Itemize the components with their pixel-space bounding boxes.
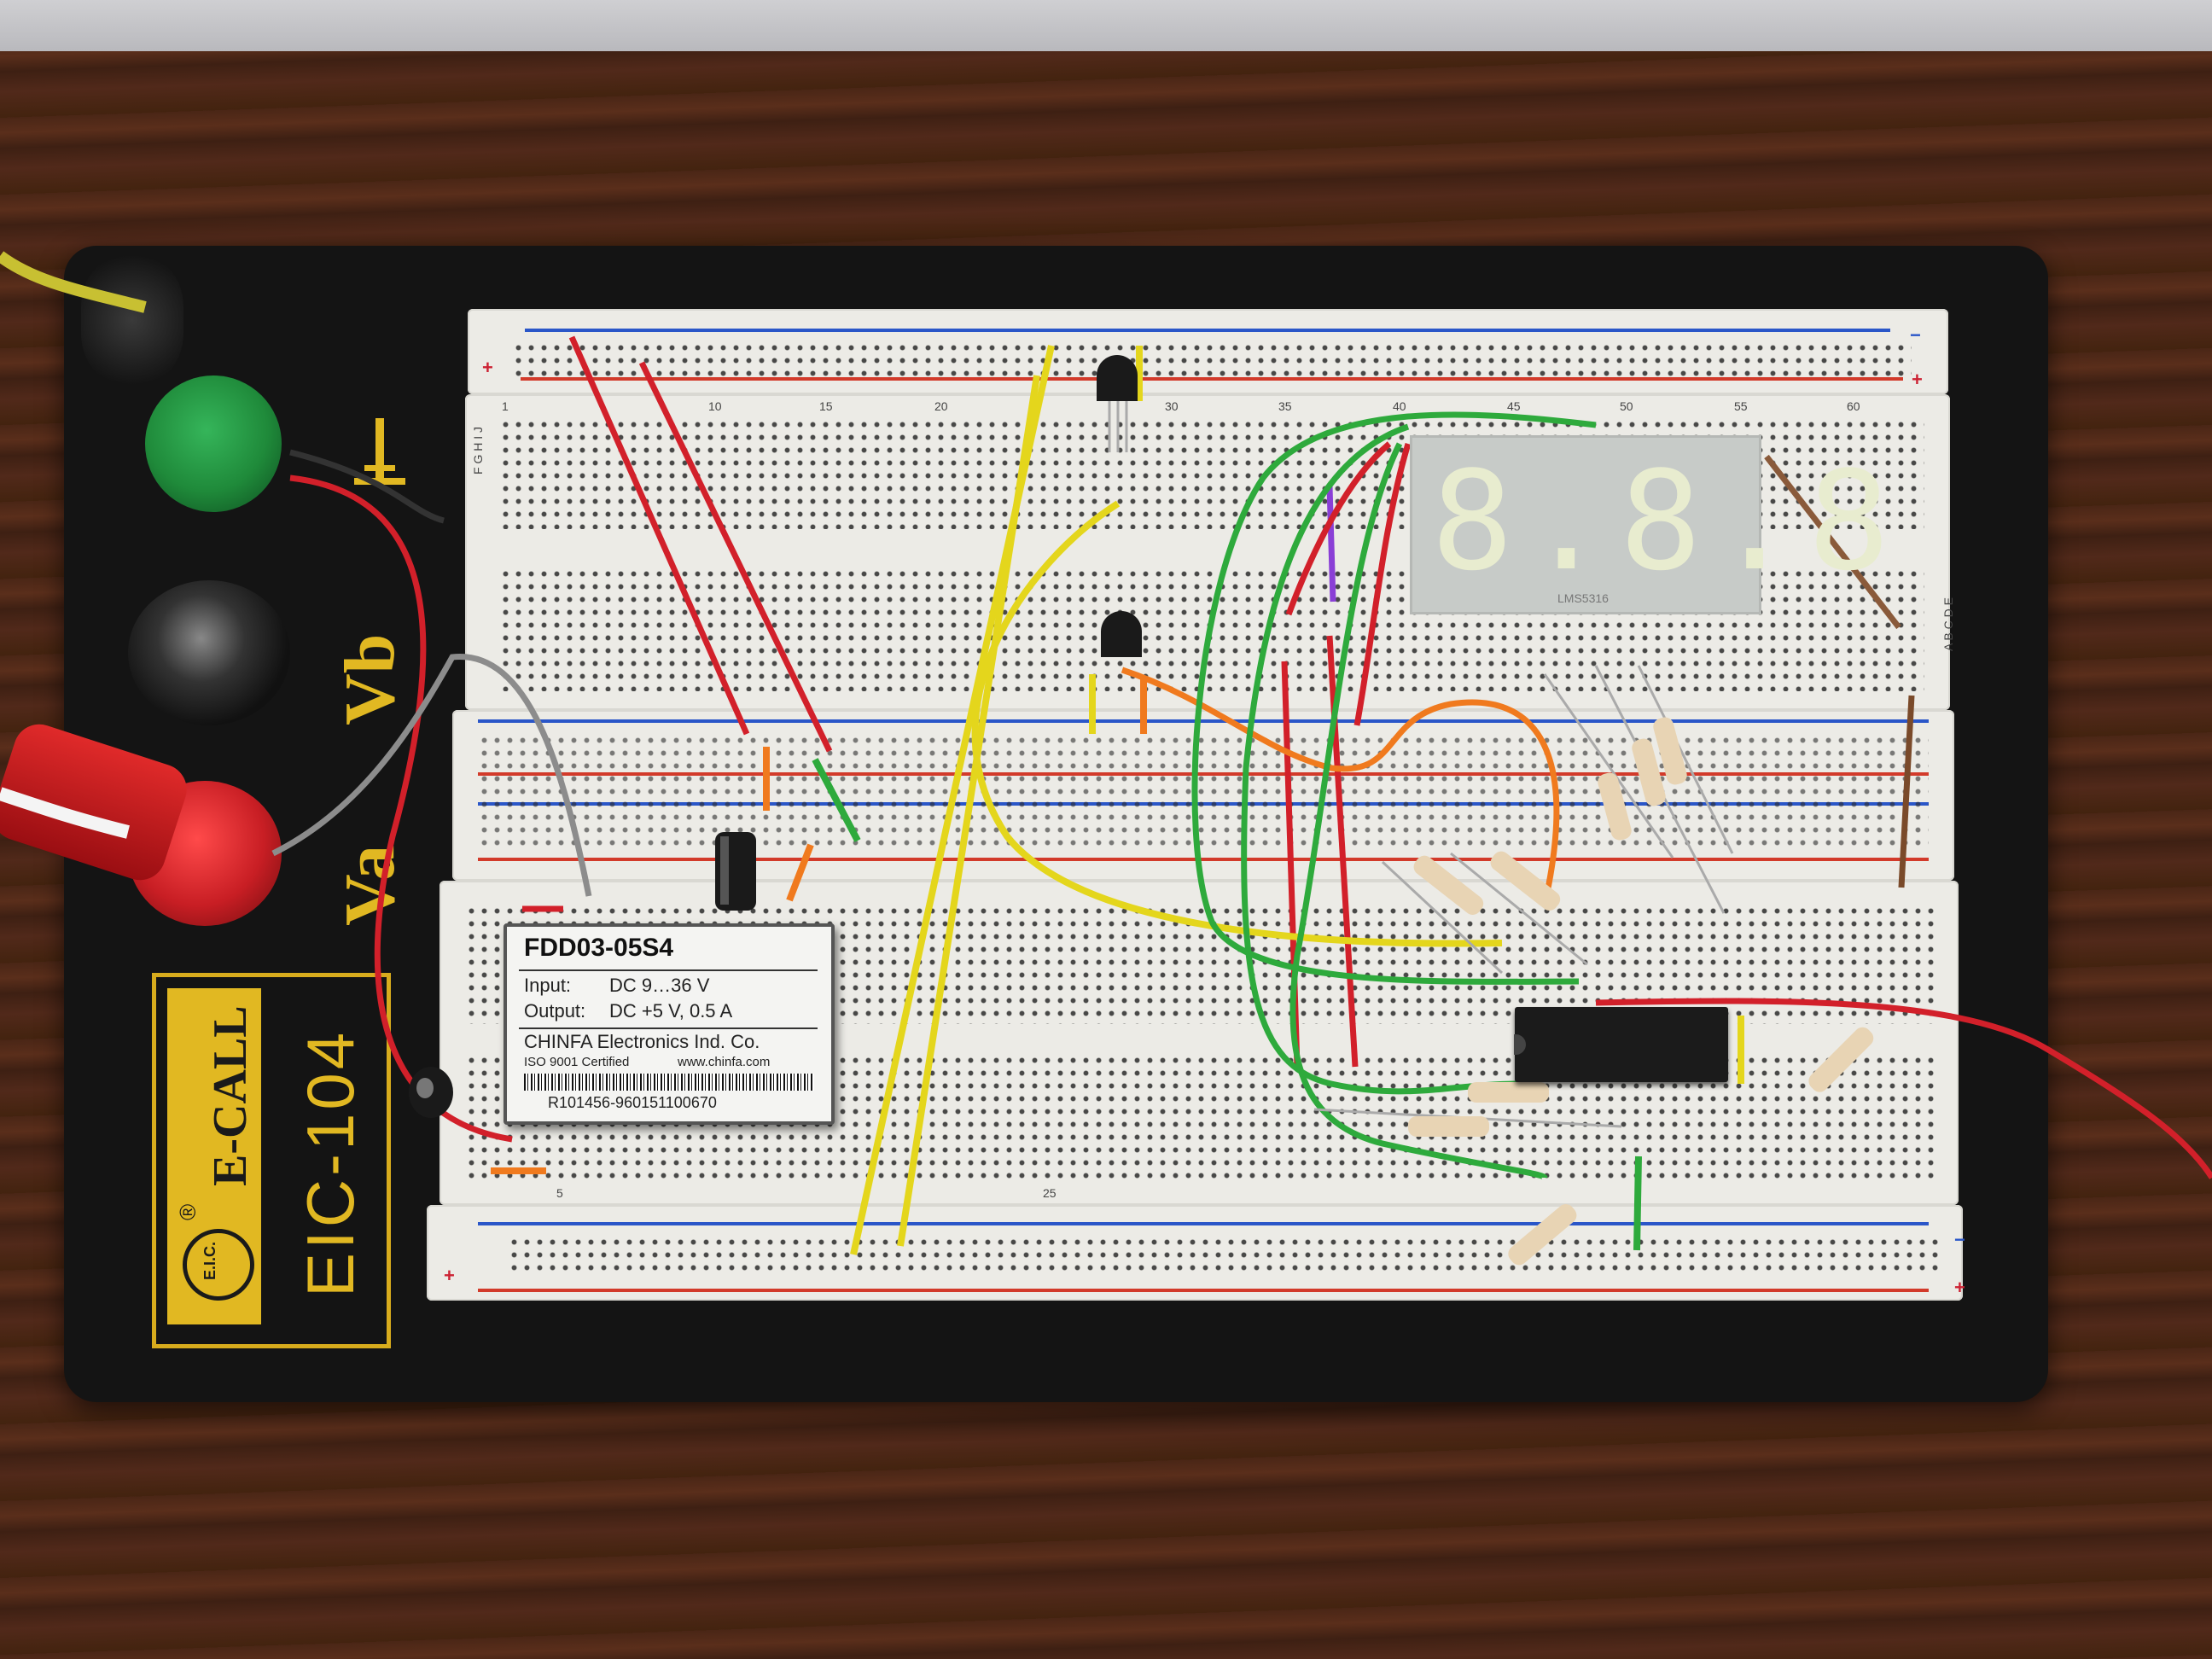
jumper-brown-2: [1898, 695, 1915, 888]
transistor-top: [1097, 355, 1138, 452]
module-output-value: DC +5 V, 0.5 A: [609, 1000, 733, 1022]
bottom-rail-plus-left: +: [444, 1265, 455, 1286]
col-number-40: 40: [1393, 399, 1406, 413]
col-number-15: 15: [819, 399, 833, 413]
ic-chip-dip: [1514, 1007, 1728, 1082]
lead-wire-red-long: [289, 474, 513, 1143]
electrolytic-capacitor-small: [409, 1067, 453, 1118]
module-maker: CHINFA Electronics Ind. Co.: [524, 1031, 760, 1052]
top-rail-red-line: [521, 377, 1903, 381]
vb-post-black[interactable]: [128, 580, 290, 725]
lead-wire-grey: [271, 654, 592, 897]
col-number-20: 20: [934, 399, 948, 413]
module-input-label: Input:: [524, 975, 572, 996]
wire-red-short-1: [1285, 441, 1392, 616]
module-url: www.chinfa.com: [678, 1055, 771, 1069]
module-output-label: Output:: [524, 1000, 586, 1022]
top-rail-holes: [512, 341, 1912, 380]
display-digits: 8.8.8: [1431, 441, 1902, 601]
jumper-red-1: [568, 335, 750, 736]
col-number-5-bottom: 5: [556, 1186, 563, 1200]
wire-orange-curve: [1121, 667, 1560, 905]
dc-dc-converter-module: FDD03-05S4 Input: DC 9…36 V Output: DC +…: [504, 923, 835, 1125]
module-barcode: [524, 1074, 814, 1091]
resistor-group-top: [1543, 665, 1734, 914]
module-input-value: DC 9…36 V: [609, 975, 710, 996]
lead-wire-green-yellow: [0, 251, 147, 313]
module-divider-top: [519, 969, 818, 971]
col-number-10: 10: [708, 399, 722, 413]
jumper-green-2: [1633, 1155, 1642, 1251]
top-rail-plus-right: +: [1912, 369, 1923, 390]
module-serial: R101456-960151100670: [548, 1094, 717, 1111]
module-divider-bottom: [519, 1027, 818, 1029]
top-rail-plus-left: +: [482, 357, 493, 378]
col-number-25-bottom: 25: [1043, 1186, 1057, 1200]
bottom-rail-minus-right: −: [1954, 1229, 1965, 1250]
wire-green-1: [1191, 411, 1597, 985]
resistor-group-bottom: [1313, 1027, 1874, 1266]
jumper-yellow-2: [897, 375, 1040, 1247]
jumper-red-5: [1326, 635, 1359, 1068]
transistor-middle: [1101, 611, 1142, 657]
ground-post-green[interactable]: [145, 375, 282, 512]
bottom-rail-holes: [508, 1236, 1941, 1274]
bottom-rail-red-line: [478, 1289, 1929, 1292]
background-wall: [0, 0, 2212, 51]
col-number-60: 60: [1847, 399, 1860, 413]
top-rail-minus-right: −: [1910, 324, 1921, 346]
chip-notch: [1514, 1034, 1526, 1055]
wire-green-2: [1241, 423, 1520, 1095]
col-number-45: 45: [1507, 399, 1521, 413]
top-rail-blue-line: [525, 329, 1890, 332]
wire-yellow-curve: [971, 500, 1503, 947]
bottom-rail-blue-line: [478, 1222, 1929, 1225]
module-cert: ISO 9001 Certified: [524, 1055, 630, 1069]
jumper-purple: [1326, 486, 1336, 602]
output-wire-red: [1595, 998, 2212, 1179]
jumper-green-1: [812, 758, 861, 842]
lead-wire-black: [289, 449, 445, 524]
jumper-brown-1: [1764, 454, 1901, 630]
bottom-rail-plus-right: +: [1954, 1277, 1965, 1298]
mid-rail-blue-1: [478, 719, 1929, 723]
module-part-number: FDD03-05S4: [524, 934, 674, 962]
wire-green-3: [1289, 442, 1548, 1181]
eic-logo: [183, 1229, 254, 1301]
col-number-1: 1: [502, 399, 509, 413]
col-number-30: 30: [1165, 399, 1179, 413]
mid-rail-red-2: [478, 858, 1929, 861]
brand-badge: [152, 973, 391, 1348]
col-number-35: 35: [1278, 399, 1292, 413]
electrolytic-capacitor-large: [715, 832, 756, 911]
resistor-group-middle: [1381, 851, 1588, 975]
mid-rail-holes: [478, 734, 1929, 849]
jumper-red-2: [638, 361, 833, 753]
col-number-55: 55: [1734, 399, 1748, 413]
wire-red-short-2: [1353, 442, 1412, 726]
black-post-top[interactable]: [81, 256, 183, 384]
jumper-orange-3: [786, 843, 814, 902]
lead-wire-white: [0, 787, 130, 839]
col-number-50: 50: [1620, 399, 1633, 413]
display-markings: LMS5316: [1557, 591, 1609, 605]
ground-icon: [354, 418, 405, 486]
seven-segment-display: 8.8.8 LMS5316: [1410, 435, 1890, 614]
